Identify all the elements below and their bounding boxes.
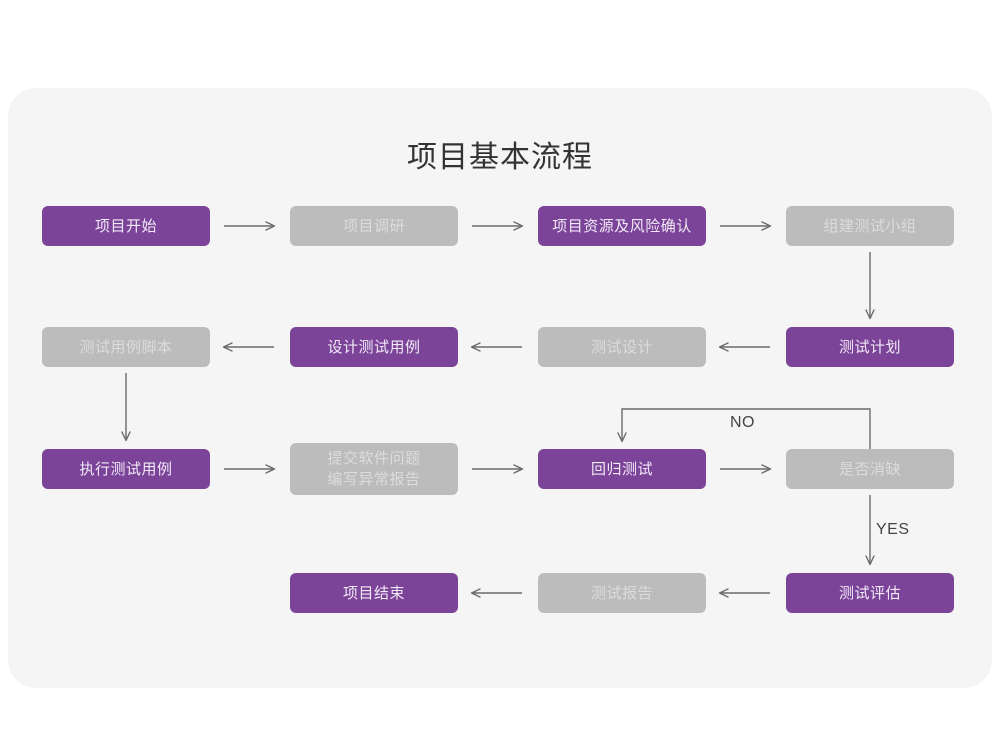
node-defect-cleared[interactable]: 是否消缺 xyxy=(786,449,954,489)
node-test-evaluation[interactable]: 测试评估 xyxy=(786,573,954,613)
node-test-plan[interactable]: 测试计划 xyxy=(786,327,954,367)
node-submit-issue-report[interactable]: 提交软件问题 编写异常报告 xyxy=(290,443,458,495)
node-test-case-script[interactable]: 测试用例脚本 xyxy=(42,327,210,367)
node-form-test-team[interactable]: 组建测试小组 xyxy=(786,206,954,246)
node-test-report[interactable]: 测试报告 xyxy=(538,573,706,613)
page-title: 项目基本流程 xyxy=(407,141,593,174)
node-project-end[interactable]: 项目结束 xyxy=(290,573,458,613)
node-resource-risk-confirm[interactable]: 项目资源及风险确认 xyxy=(538,206,706,246)
node-design-test-case[interactable]: 设计测试用例 xyxy=(290,327,458,367)
edge-label-yes: YES xyxy=(876,521,910,538)
edge-label-no: NO xyxy=(730,414,755,431)
node-project-research[interactable]: 项目调研 xyxy=(290,206,458,246)
node-test-design[interactable]: 测试设计 xyxy=(538,327,706,367)
node-regression-test[interactable]: 回归测试 xyxy=(538,449,706,489)
node-project-start[interactable]: 项目开始 xyxy=(42,206,210,246)
node-execute-test-case[interactable]: 执行测试用例 xyxy=(42,449,210,489)
